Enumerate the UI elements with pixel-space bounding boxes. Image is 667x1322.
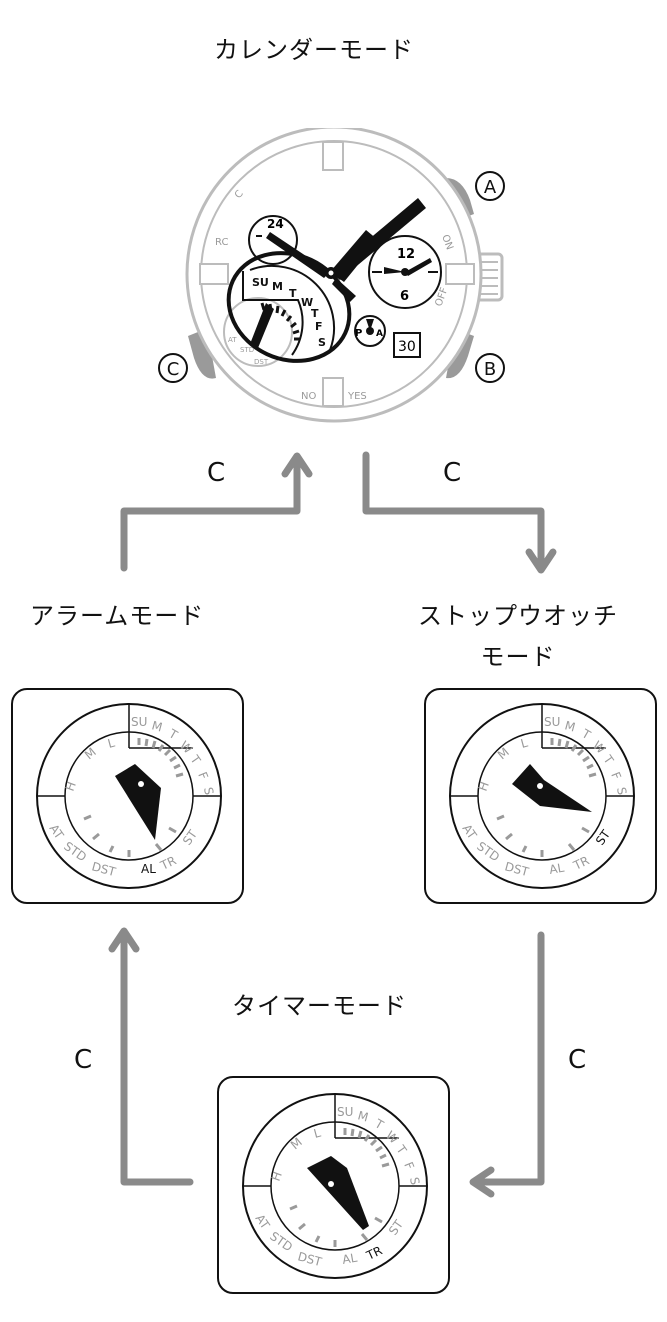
day-w: W bbox=[301, 296, 313, 309]
date-value: 30 bbox=[398, 339, 416, 355]
button-a-label: A bbox=[484, 177, 497, 198]
alarm-mode-panel: SU M T W T F S H M L AT STD DST TR ST AL bbox=[11, 688, 244, 904]
stopwatch-mode-dial: SU M T W T F S H M L AT STD DST AL TR ST bbox=[449, 703, 635, 889]
timer-dial-dst: DST bbox=[296, 1249, 324, 1269]
timer-dial-tr-active: TR bbox=[363, 1243, 384, 1263]
button-c-circle bbox=[158, 353, 188, 383]
alarm-dial-l: L bbox=[106, 736, 116, 751]
date-window bbox=[393, 332, 421, 358]
timer-day-m: M bbox=[356, 1108, 370, 1124]
alarm-mode-dial: SU M T W T F S H M L AT STD DST TR ST AL bbox=[36, 703, 222, 889]
dial-at: AT bbox=[228, 336, 237, 344]
calendar-mode-title: カレンダーモード bbox=[214, 36, 414, 64]
stopwatch-day-m: M bbox=[563, 718, 577, 734]
stopwatch-mode-panel: SU M T W T F S H M L AT STD DST AL TR ST bbox=[424, 688, 657, 904]
subdial-12: 12 bbox=[397, 247, 415, 262]
c-label-top-left: C bbox=[207, 458, 226, 488]
day-t1: T bbox=[289, 287, 297, 300]
alarm-day-m: M bbox=[150, 718, 164, 734]
bezel-yes: YES bbox=[347, 391, 367, 402]
watch-face: C RC ON OFF NO YES 24 12 6 P A 30 AT STD… bbox=[185, 128, 504, 423]
stopwatch-day-f: F bbox=[608, 770, 624, 782]
arrowhead-left-timer bbox=[469, 1166, 495, 1198]
button-c-label: C bbox=[167, 359, 180, 380]
arrow-stopwatch-to-timer bbox=[474, 931, 545, 1186]
button-b-label: B bbox=[484, 359, 496, 380]
arrow-timer-to-alarm bbox=[120, 931, 194, 1186]
timer-dial-l: L bbox=[312, 1126, 322, 1141]
stopwatch-mode-title: ストップウオッチ モード bbox=[400, 596, 636, 672]
timer-day-s: S bbox=[407, 1176, 422, 1186]
button-a-circle bbox=[475, 171, 505, 201]
stopwatch-dial-al: AL bbox=[548, 861, 565, 877]
alarm-day-f: F bbox=[195, 770, 211, 782]
c-label-bottom-left: C bbox=[74, 1045, 93, 1075]
arrow-alarm-to-calendar bbox=[120, 456, 301, 572]
timer-dial-al: AL bbox=[341, 1251, 358, 1267]
alarm-dial-h: H bbox=[63, 780, 79, 793]
day-s: S bbox=[318, 336, 326, 349]
stopwatch-dial-dst: DST bbox=[503, 859, 531, 879]
arrowhead-up-alarm bbox=[108, 927, 140, 953]
button-labels: A B C bbox=[158, 171, 505, 383]
day-t2: T bbox=[311, 307, 319, 320]
timer-mode-dial: SU M T W T F S H M L AT STD DST AL ST TR bbox=[242, 1093, 428, 1279]
timer-mode-panel: SU M T W T F S H M L AT STD DST AL ST TR bbox=[217, 1076, 450, 1294]
subdial-24-label: 24 bbox=[267, 217, 284, 231]
stopwatch-day-su: SU bbox=[544, 715, 560, 729]
day-su: SU bbox=[252, 276, 269, 289]
dial-ds: DST bbox=[254, 358, 269, 366]
alarm-dial-tr: TR bbox=[157, 853, 178, 873]
bezel-no: NO bbox=[301, 391, 316, 402]
stopwatch-title-line2: モード bbox=[480, 643, 556, 671]
power-p: P bbox=[355, 328, 362, 339]
dial-std: STD bbox=[240, 346, 254, 354]
timer-day-f: F bbox=[401, 1160, 417, 1172]
power-a: A bbox=[376, 329, 383, 339]
stopwatch-title-line1: ストップウオッチ bbox=[418, 602, 618, 630]
arrow-calendar-to-stopwatch bbox=[362, 451, 545, 569]
alarm-mode-title: アラームモード bbox=[30, 602, 205, 630]
timer-mode-title: タイマーモード bbox=[232, 992, 407, 1020]
alarm-dial-al-active: AL bbox=[141, 862, 156, 876]
c-label-bottom-right: C bbox=[568, 1045, 587, 1075]
stopwatch-dial-l: L bbox=[519, 736, 529, 751]
arrowhead-down-stopwatch bbox=[525, 548, 557, 574]
stopwatch-day-s: S bbox=[614, 786, 629, 796]
button-b-pusher bbox=[446, 330, 474, 379]
stopwatch-dial-tr: TR bbox=[570, 853, 591, 873]
button-b-circle bbox=[475, 353, 505, 383]
bezel-on: ON bbox=[439, 233, 455, 251]
arrowhead-up-calendar bbox=[281, 452, 313, 478]
stopwatch-dial-h: H bbox=[476, 780, 492, 793]
timer-dial-h: H bbox=[269, 1170, 285, 1183]
day-f: F bbox=[315, 320, 323, 333]
alarm-dial-dst: DST bbox=[90, 859, 118, 879]
alarm-day-su: SU bbox=[131, 715, 147, 729]
alarm-day-s: S bbox=[201, 786, 216, 796]
subdial-6: 6 bbox=[400, 289, 409, 304]
timer-day-su: SU bbox=[337, 1105, 353, 1119]
button-c-pusher bbox=[188, 330, 216, 379]
day-m: M bbox=[272, 280, 283, 293]
c-label-top-right: C bbox=[443, 458, 462, 488]
bezel-rc: RC bbox=[215, 237, 228, 248]
